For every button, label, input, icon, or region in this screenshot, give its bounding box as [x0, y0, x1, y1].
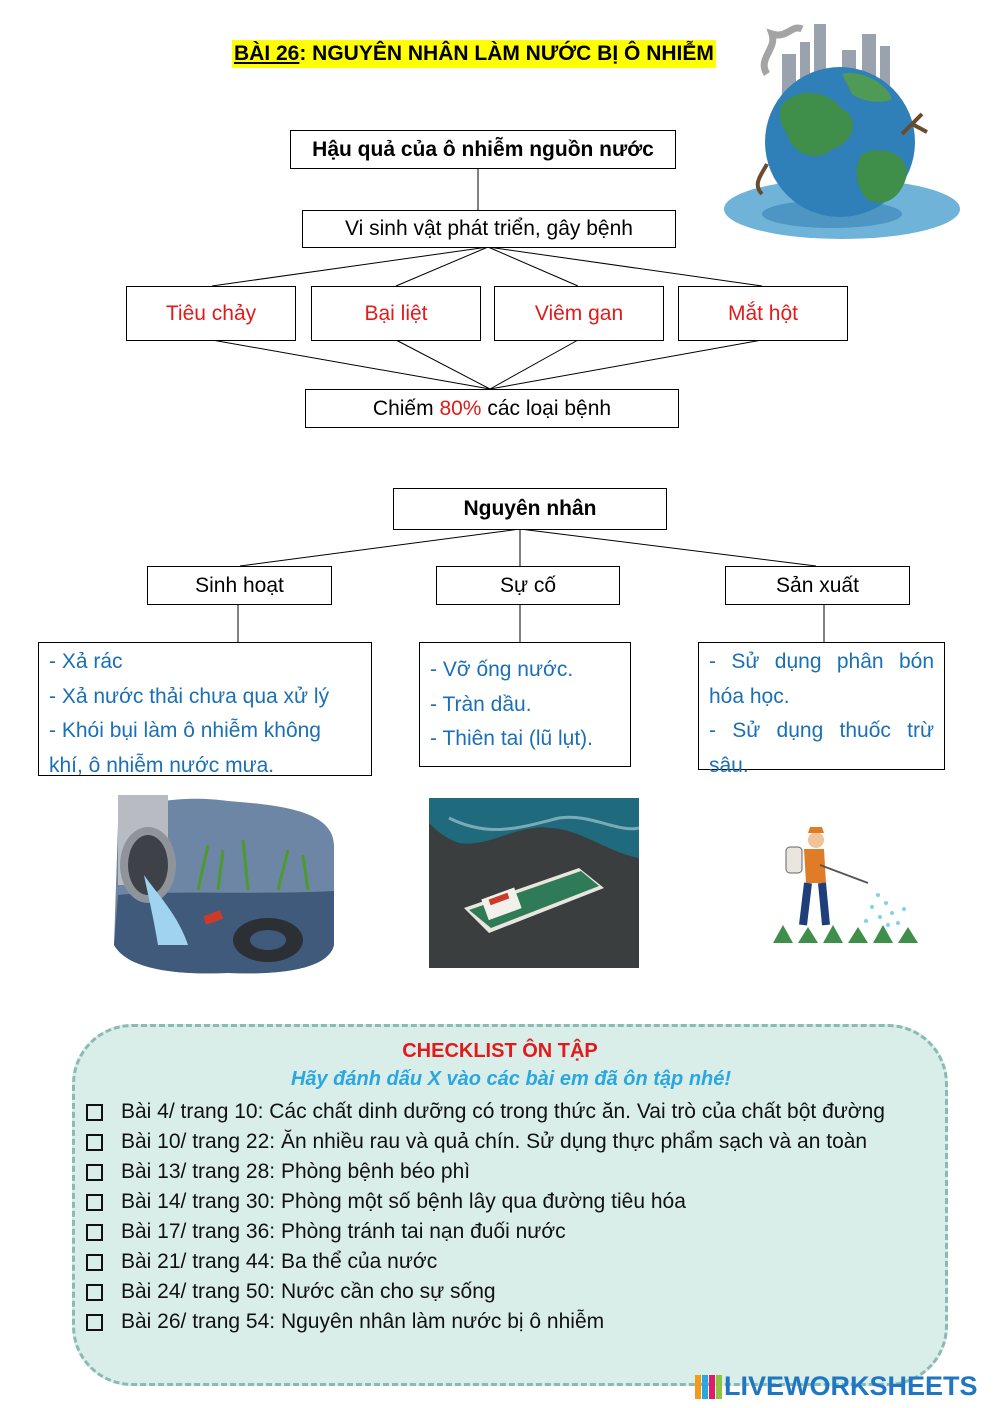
cause-details-production: - Sử dụng phân bón hóa học. - Sử dụng th… [698, 642, 945, 770]
disease-box-diarrhea: Tiêu chảy [126, 286, 296, 341]
checklist-items: Bài 4/ trang 10: Các chất dinh dưỡng có … [84, 1097, 944, 1337]
oil-spill-ship-illustration [429, 798, 639, 968]
checkbox[interactable] [86, 1284, 103, 1301]
consequences-heading: Hậu quả của ô nhiễm nguồn nước [290, 130, 676, 169]
pesticide-sprayer-illustration [768, 825, 933, 950]
cause-category-daily-life: Sinh hoạt [147, 566, 332, 605]
checklist-item[interactable]: Bài 10/ trang 22: Ăn nhiều rau và quả ch… [84, 1127, 944, 1157]
checkbox[interactable] [86, 1164, 103, 1181]
disease-box-trachoma: Mắt hột [678, 286, 848, 341]
checkbox[interactable] [86, 1224, 103, 1241]
checklist-title: CHECKLIST ÔN TẬP [0, 1040, 1000, 1063]
liveworksheets-logo[interactable]: LIVEWORKSHEETS [694, 1371, 978, 1402]
checkbox[interactable] [86, 1314, 103, 1331]
checkbox[interactable] [86, 1254, 103, 1271]
causes-heading: Nguyên nhân [393, 488, 667, 530]
checkbox[interactable] [86, 1194, 103, 1211]
checklist-item[interactable]: Bài 26/ trang 54: Nguyên nhân làm nước b… [84, 1307, 944, 1337]
sewage-pipe-illustration [108, 795, 340, 977]
consequence-cause-box: Vi sinh vật phát triển, gây bệnh [302, 210, 676, 248]
checklist-item[interactable]: Bài 4/ trang 10: Các chất dinh dưỡng có … [84, 1097, 944, 1127]
logo-text: LIVEWORKSHEETS [724, 1371, 978, 1402]
cause-category-incident: Sự cố [436, 566, 620, 605]
disease-share-box: Chiếm 80% các loại bệnh [305, 389, 679, 428]
disease-box-polio: Bại liệt [311, 286, 481, 341]
logo-icon [694, 1373, 724, 1401]
cause-details-daily-life: - Xả rác - Xả nước thải chưa qua xử lý -… [38, 642, 372, 776]
checkbox[interactable] [86, 1134, 103, 1151]
cause-details-incident: - Vỡ ống nước. - Tràn dầu. - Thiên tai (… [419, 642, 631, 767]
polluted-earth-illustration [722, 14, 964, 246]
checklist-subtitle: Hãy đánh dấu X vào các bài em đã ôn tập … [0, 1068, 1000, 1091]
checklist-item[interactable]: Bài 21/ trang 44: Ba thể của nước [84, 1247, 944, 1277]
checklist-item[interactable]: Bài 14/ trang 30: Phòng một số bệnh lây … [84, 1187, 944, 1217]
disease-box-hepatitis: Viêm gan [494, 286, 664, 341]
checkbox[interactable] [86, 1104, 103, 1121]
checklist-item[interactable]: Bài 17/ trang 36: Phòng tránh tai nạn đu… [84, 1217, 944, 1247]
checklist-item[interactable]: Bài 13/ trang 28: Phòng bệnh béo phì [84, 1157, 944, 1187]
cause-category-production: Sản xuất [725, 566, 910, 605]
checklist-item[interactable]: Bài 24/ trang 50: Nước cần cho sự sống [84, 1277, 944, 1307]
